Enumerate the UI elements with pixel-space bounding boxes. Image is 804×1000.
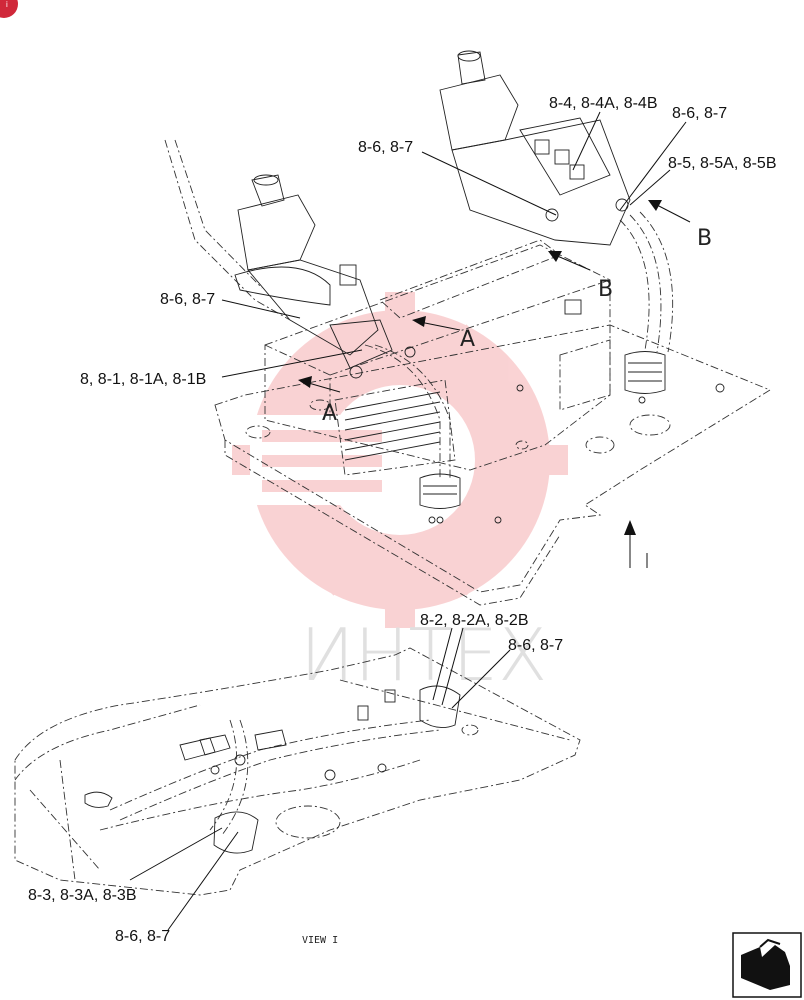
- view-direction-arrow-icon: [624, 520, 648, 568]
- page-turn-icon[interactable]: [732, 932, 802, 998]
- view-letter-a-upper: A: [460, 327, 475, 352]
- callout-8-6-bottom: 8-6, 8-7: [115, 928, 170, 945]
- view-arrows: [298, 200, 691, 568]
- view-caption: VIEW I: [302, 935, 338, 946]
- lower-frame: [14, 647, 581, 896]
- corner-badge-icon: i: [0, 0, 18, 18]
- callout-8-6-top: 8-6, 8-7: [358, 139, 413, 156]
- view-letter-a-lower: A: [322, 401, 337, 426]
- callout-8-6-top-right: 8-6, 8-7: [672, 105, 727, 122]
- control-box: [264, 239, 611, 471]
- cooler-block: [334, 379, 456, 476]
- hose-bundle: [364, 211, 674, 524]
- callout-8-5: 8-5, 8-5A, 8-5B: [668, 155, 777, 172]
- floor-plate: [214, 324, 771, 606]
- svg-text:i: i: [6, 0, 8, 9]
- right-joystick: [439, 50, 631, 315]
- view-letter-b-right: B: [697, 226, 712, 251]
- leader-lines: [129, 111, 687, 931]
- callout-8-4: 8-4, 8-4A, 8-4B: [549, 95, 658, 112]
- callout-8-3: 8-3, 8-3A, 8-3B: [28, 887, 137, 904]
- callout-8-6-mid: 8-6, 8-7: [508, 637, 563, 654]
- callout-8-1: 8, 8-1, 8-1A, 8-1B: [80, 371, 206, 388]
- callout-8-2: 8-2, 8-2A, 8-2B: [420, 612, 529, 629]
- callout-8-6-left: 8-6, 8-7: [160, 291, 215, 308]
- view-letter-b-center: B: [598, 277, 613, 302]
- gear-icon: [232, 292, 568, 628]
